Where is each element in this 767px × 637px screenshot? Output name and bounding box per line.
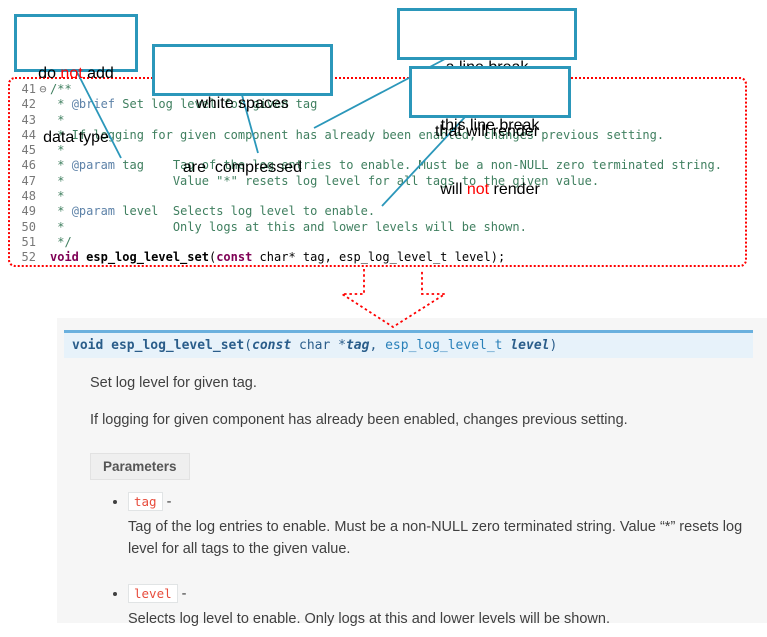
detail-paragraph: If logging for given component has alrea… (90, 411, 628, 428)
parameter-name-line: level - (128, 584, 753, 604)
code-text: /** (50, 82, 72, 96)
line-number: 41 (21, 82, 36, 96)
signature-segment: const (252, 338, 292, 353)
code-line: 41⊖/** (14, 82, 741, 97)
line-number: 44 (21, 127, 36, 142)
code-line: 46 * @param tag Tag of the log entries t… (14, 158, 741, 173)
parameter-description: Selects log level to enable. Only logs a… (128, 611, 610, 628)
fold-gutter (36, 220, 50, 235)
parameter-name-line: tag - (128, 491, 753, 511)
callout-line: are compressed (182, 158, 303, 176)
line-number: 43 (21, 112, 36, 127)
code-text: * (50, 143, 65, 158)
fold-gutter (36, 189, 50, 204)
line-number: 49 (21, 204, 36, 219)
line-number: 46 (21, 158, 36, 173)
signature-segment: void (72, 338, 104, 353)
parameter-dash: - (162, 493, 172, 510)
callout-line: will not render (440, 180, 540, 198)
code-line: 43 * (14, 113, 741, 128)
signature-segment: esp_log_level_set (111, 338, 245, 353)
brief-paragraph: Set log level for given tag. (90, 375, 257, 391)
code-text: */ (50, 234, 72, 249)
line-number: 50 (21, 219, 36, 234)
parameter-item: level - Selects log level to enable. Only… (128, 584, 753, 630)
fold-gutter (36, 250, 50, 265)
parameter-description: Tag of the log entries to enable. Must b… (128, 518, 743, 557)
parameter-name-chip: tag (128, 491, 163, 511)
parameter-dash: - (177, 586, 187, 603)
code-editor-content: 41⊖/**42 * @brief Set log level for give… (14, 82, 741, 266)
callout-line: data type (43, 128, 109, 146)
parameters-heading: Parameters (90, 452, 190, 480)
code-text: * If logging for given component has alr… (50, 127, 665, 142)
fold-minus-icon: ⊖ (39, 82, 47, 96)
code-line: 50 * Only logs at this and lower levels … (14, 220, 741, 235)
callout-line: white spaces (196, 95, 289, 113)
code-line: 52 void esp_log_level_set(const char* tag… (14, 250, 741, 265)
line-number: 45 (21, 143, 36, 158)
callout-line: do not add (38, 65, 114, 83)
function-signature: void esp_log_level_set(const char *tag, … (64, 330, 753, 358)
code-text: * @param tag Tag of the log entries to e… (50, 158, 722, 173)
signature-segment: level (510, 338, 550, 353)
rendered-docs-panel: void esp_log_level_set(const char *tag, … (57, 318, 767, 627)
parameter-item: tag - Tag of the log entries to enable. M… (128, 491, 753, 561)
line-number: 42 (21, 97, 36, 112)
signature-segment (103, 338, 111, 353)
code-line: 49 * @param level Selects log level to e… (14, 204, 741, 219)
callout-line: this line break (440, 117, 540, 135)
fold-gutter (36, 235, 50, 250)
callout-break-norender: this line break will not render (409, 66, 571, 198)
signature-segment: tag (345, 338, 370, 353)
code-line: 51 */ (14, 235, 741, 250)
line-number: 47 (21, 173, 36, 188)
parameter-list: tag - Tag of the log entries to enable. M… (90, 491, 753, 631)
parameter-name-chip: level (128, 584, 178, 604)
code-text: * @param level Selects log level to enab… (50, 204, 376, 219)
signature-segment: char * (291, 338, 346, 353)
callout-break-render: a line break that will render (397, 8, 577, 140)
signature-segment: esp_log_level_t (385, 338, 503, 353)
signature-segment: ) (549, 338, 558, 353)
code-text: * Only logs at this and lower levels wil… (50, 219, 527, 234)
code-line: 45 * (14, 143, 741, 158)
line-number: 48 (21, 189, 36, 204)
code-text: void esp_log_level_set(const char* tag, … (50, 250, 506, 265)
line-number: 51 (21, 234, 36, 249)
code-text: * (50, 112, 65, 127)
fold-gutter (36, 204, 50, 219)
signature-segment: , (369, 338, 386, 353)
callout-no-datatype: do not add data type (14, 14, 138, 146)
line-number: 52 (21, 250, 36, 265)
code-line: 48 * (14, 189, 741, 204)
signature-segment: ( (244, 338, 253, 353)
code-text: * (50, 189, 65, 204)
callout-whitespace: white spaces are compressed (152, 44, 333, 176)
